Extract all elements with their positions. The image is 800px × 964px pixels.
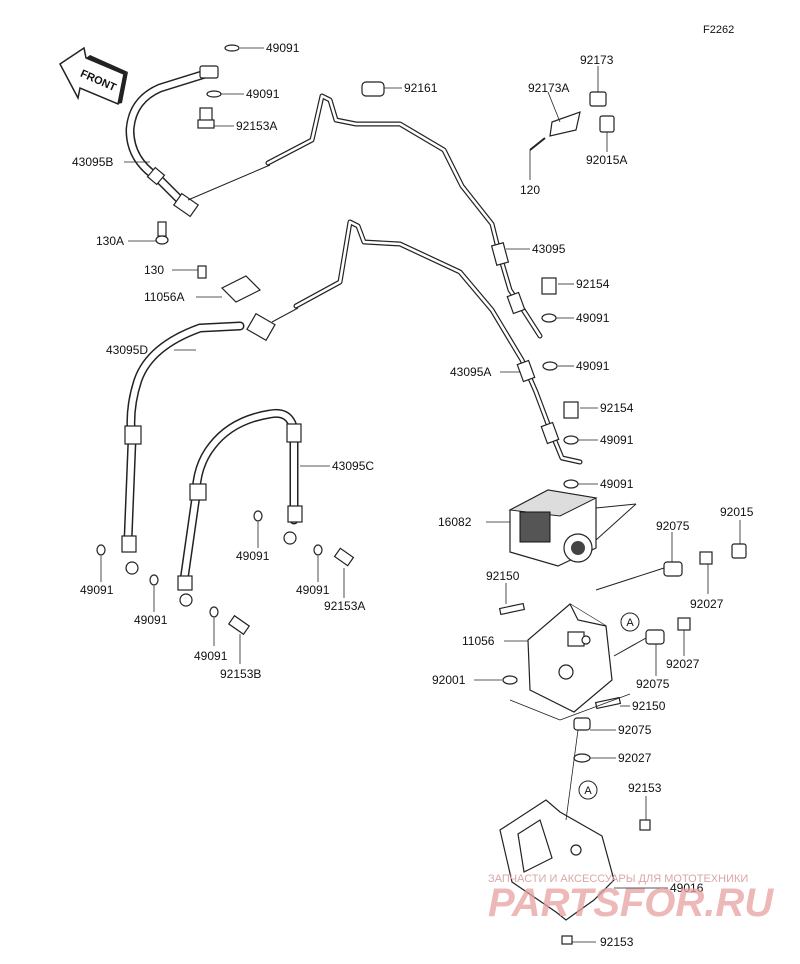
label-49091-j: 49091 [134,613,168,627]
small-parts [96,44,615,636]
label-92153a-a: 92153A [236,119,277,133]
detail-marker-a2: A [578,780,598,800]
label-92154-a: 92154 [576,277,610,291]
label-49091-d: 49091 [576,359,610,373]
hose-43095b [125,65,271,218]
hose-43095d [121,307,299,553]
watermark-brand: PARTSFOR.RU [488,881,774,925]
label-92001: 92001 [432,673,466,687]
label-130a: 130A [96,234,124,248]
label-92153a-b: 92153A [324,599,365,613]
front-arrow-icon: FRONT [59,46,128,106]
label-92154-b: 92154 [600,401,634,415]
label-92015a: 92015A [586,153,627,167]
svg-text:A: A [626,617,634,629]
pipe-43095a [293,219,583,465]
label-49016: 49016 [670,881,704,895]
label-49091-i: 49091 [296,583,330,597]
label-43095a: 43095A [450,365,491,379]
watermark-tagline: ЗАПЧАСТИ И АКСЕССУАРЫ ДЛЯ МОТОТЕХНИКИ [488,873,748,885]
abs-unit [508,489,637,567]
label-49091-e: 49091 [600,433,634,447]
label-16082: 16082 [438,515,472,529]
cover-49016 [499,799,651,945]
label-43095b: 43095B [72,155,113,169]
label-49091-a: 49091 [266,41,300,55]
label-92027-a: 92027 [690,597,724,611]
label-92153-a: 92153 [628,781,662,795]
watermark: ЗАПЧАСТИ И АКСЕССУАРЫ ДЛЯ МОТОТЕХНИКИ PA… [488,873,774,925]
label-49091-h: 49091 [80,583,114,597]
rubber-mounts [573,543,747,763]
label-49091-b: 49091 [246,87,280,101]
label-49091-g: 49091 [236,549,270,563]
diagram-code: F2262 [703,24,734,36]
detail-marker-a1: A [620,612,640,632]
label-92075-b: 92075 [636,677,670,691]
label-43095d: 43095D [106,343,148,357]
label-92150-b: 92150 [632,699,666,713]
pipe-43095 [265,93,543,339]
label-92153-b: 92153 [600,935,634,949]
part-number-labels: 49091 49091 92153A 43095B 130A 92161 921… [72,41,754,949]
label-49091-k: 49091 [194,649,228,663]
svg-text:A: A [584,785,592,797]
label-130: 130 [144,263,164,277]
label-92173a: 92173A [528,81,569,95]
hose-43095c [177,408,303,591]
leader-lines [100,47,741,943]
label-92027-c: 92027 [618,751,652,765]
label-92173: 92173 [580,53,614,67]
label-11056: 11056 [462,634,495,648]
bracket-11056 [498,602,622,713]
label-92153b: 92153B [220,667,261,681]
label-49091-c: 49091 [576,311,610,325]
label-92075-c: 92075 [618,723,652,737]
label-49091-f: 49091 [600,477,634,491]
label-43095c: 43095C [332,459,374,473]
label-92027-b: 92027 [666,657,700,671]
label-92150-a: 92150 [486,569,520,583]
label-120: 120 [520,183,540,197]
label-92015: 92015 [720,505,754,519]
label-92161: 92161 [404,81,438,95]
label-43095: 43095 [532,242,566,256]
label-11056a: 11056A [144,290,184,304]
banjo-fittings [125,531,297,607]
label-92075-a: 92075 [656,519,690,533]
